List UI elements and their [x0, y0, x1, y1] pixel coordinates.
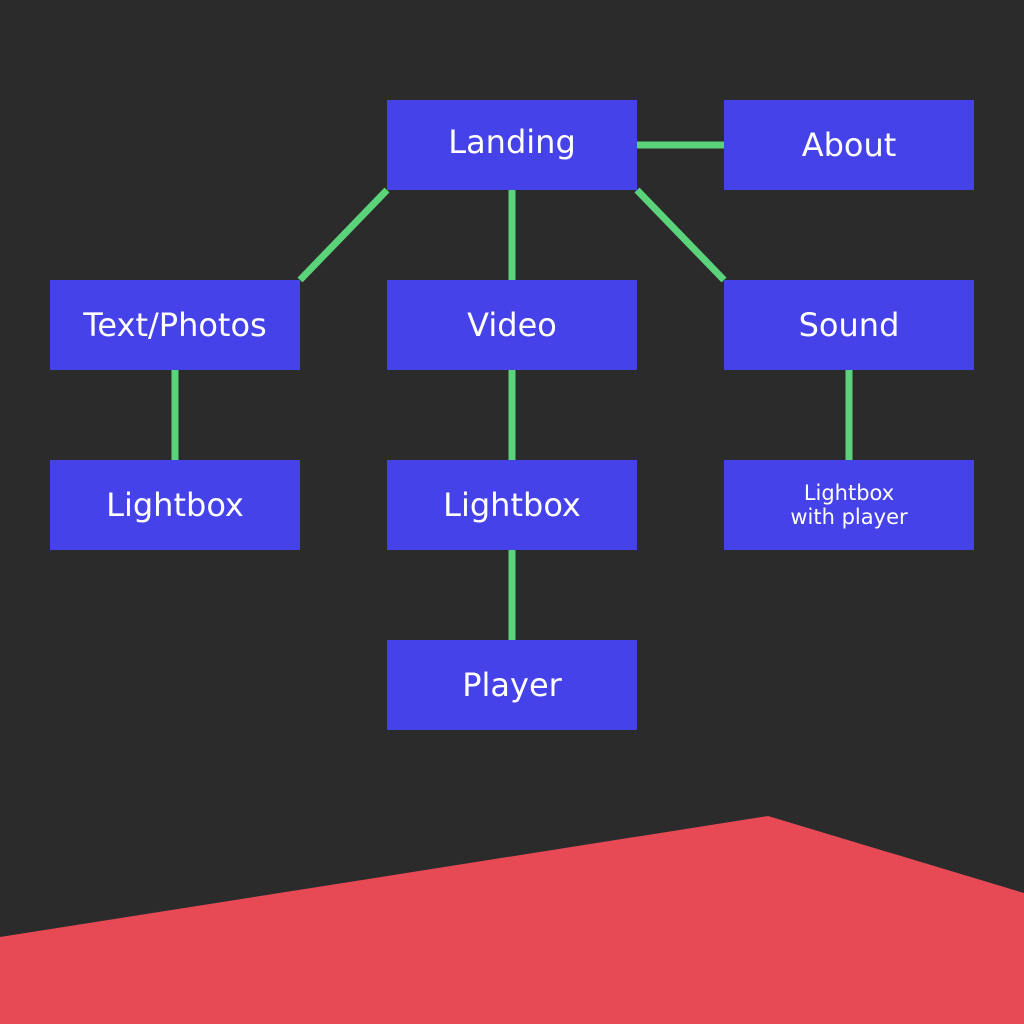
node-player[interactable]: Player — [387, 640, 637, 730]
node-landing[interactable]: Landing — [387, 100, 637, 190]
connector-landing-sound — [634, 187, 727, 283]
node-about[interactable]: About — [724, 100, 974, 190]
node-video[interactable]: Video — [387, 280, 637, 370]
node-sound[interactable]: Sound — [724, 280, 974, 370]
node-lightbox-with-player[interactable]: Lightbox with player — [724, 460, 974, 550]
connector-landing-text_photos — [297, 187, 390, 283]
node-lightbox-text-photos[interactable]: Lightbox — [50, 460, 300, 550]
red-accent-shape — [0, 816, 1024, 1024]
node-lightbox-video[interactable]: Lightbox — [387, 460, 637, 550]
node-text-photos[interactable]: Text/Photos — [50, 280, 300, 370]
